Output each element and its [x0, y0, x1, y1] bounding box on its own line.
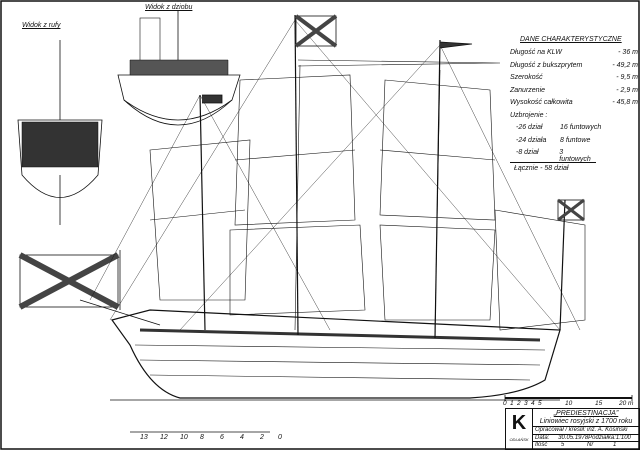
bowsprit	[79, 299, 161, 326]
bow-view-label: Widok z dziobu	[145, 4, 193, 11]
spec-row: Zanurzenie- 2,9 m	[510, 86, 638, 94]
scale-bar-ticks: 0 1 2 3 4 5 10 15 20 m	[503, 400, 637, 408]
scale-tick: 15	[595, 400, 603, 407]
scale-tick: 2	[517, 400, 521, 407]
scale-tick: 0	[503, 400, 507, 407]
ship-title: „PREDIESTINACJA”	[553, 410, 619, 417]
spec-row: Długość na KLW- 36 m	[510, 49, 638, 56]
hull	[79, 299, 561, 401]
title-block: K ODLAŃSK „PREDIESTINACJA” Liniowiec ros…	[505, 408, 640, 450]
stern-view-label: Widok z rufy	[22, 22, 61, 29]
armament-total: Łącznie - 58 dział	[514, 164, 569, 172]
stern-view	[17, 40, 103, 225]
armament-heading: Uzbrojenie :	[510, 111, 548, 119]
rigging	[89, 19, 581, 331]
sails	[149, 64, 586, 331]
spec-row: Wysokość całkowita- 45,8 m	[510, 99, 638, 106]
spec-row: Długość z bukszprytem- 49,2 m	[510, 61, 638, 69]
scale-tick: 20 m	[619, 400, 634, 407]
specifications-panel: DANE CHARAKTERYSTYCZNE Długość na KLW- 3…	[510, 36, 638, 172]
scale-bar	[504, 395, 633, 401]
ship-subtitle: Liniowiec rosyjski z 1700 roku	[533, 418, 639, 427]
spec-row: Szerokość- 9,5 m	[510, 74, 638, 81]
bow-view	[117, 10, 241, 126]
specs-heading: DANE CHARAKTERYSTYCZNE	[520, 36, 622, 43]
scale-tick: 1	[510, 400, 514, 407]
scale-tick: 5	[538, 400, 542, 407]
scale-tick: 4	[531, 400, 535, 407]
scale-tick: 10	[565, 400, 573, 407]
flag-left	[18, 250, 121, 310]
scale-tick: 3	[524, 400, 528, 407]
logo: K ODLAŃSK	[506, 409, 533, 449]
flags	[202, 14, 585, 222]
